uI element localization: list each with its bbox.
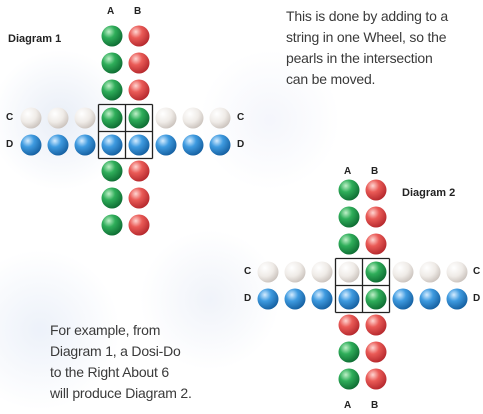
diagram-2-pearl-a8 xyxy=(338,368,360,390)
diagram-1-label-a-top: A xyxy=(107,6,115,17)
diagram-1-pearl-d7 xyxy=(182,134,204,156)
diagram-1-pearl-b3 xyxy=(128,79,150,101)
example-line: will produce Diagram 2. xyxy=(50,385,192,401)
diagram-1-pearl-c1 xyxy=(20,107,42,129)
diagram-1-pearl-d6 xyxy=(155,134,177,156)
diagram-2-pearl-c8 xyxy=(446,261,468,283)
diagram-2-pearl-d3 xyxy=(311,288,333,310)
diagram-1-title: Diagram 1 xyxy=(8,33,62,45)
diagram-2-pearl-c6 xyxy=(392,261,414,283)
example-line: For example, from xyxy=(50,322,161,338)
diagram-2-label-b-top: B xyxy=(371,166,379,177)
diagram-2-label-c-right: C xyxy=(473,266,481,277)
diagram-2-pearl-c2 xyxy=(284,261,306,283)
diagram-2-pearl-b2 xyxy=(365,206,387,228)
diagram-1-pearl-b8 xyxy=(128,214,150,236)
diagram-1-pearl-d1 xyxy=(20,134,42,156)
intro-text: This is done by adding to a string in on… xyxy=(286,6,448,90)
diagram-1-pearl-c4 xyxy=(101,107,123,129)
diagram-2-pearl-b8 xyxy=(365,368,387,390)
diagram-1-pearl-d2 xyxy=(47,134,69,156)
diagram-2-label-a-top: A xyxy=(344,166,352,177)
diagram-2-pearl-d2 xyxy=(284,288,306,310)
diagram-2-label-a-bottom: A xyxy=(344,400,352,411)
diagram-1-pearl-c2 xyxy=(47,107,69,129)
diagram-2-pearl-c3 xyxy=(311,261,333,283)
diagram-2-pearl-a7 xyxy=(338,341,360,363)
intro-line: string in one Wheel, so the xyxy=(286,29,447,45)
diagram-2-pearl-c4 xyxy=(338,261,360,283)
diagram-1-pearl-c8 xyxy=(209,107,231,129)
diagram-1-pearl-c7 xyxy=(182,107,204,129)
diagram-1-pearl-c3 xyxy=(74,107,96,129)
example-line: Diagram 1, a Dosi-Do xyxy=(50,343,181,359)
diagram-2-pearl-a2 xyxy=(338,206,360,228)
diagram-1-pearl-b6 xyxy=(128,160,150,182)
diagram-2-pearl-d8 xyxy=(446,288,468,310)
diagram-1-pearl-a2 xyxy=(101,52,123,74)
diagram-2-pearl-a1 xyxy=(338,179,360,201)
diagram-1-pearl-c5 xyxy=(128,107,150,129)
example-text: For example, from Diagram 1, a Dosi-Do t… xyxy=(50,320,192,404)
diagram-2-pearl-b7 xyxy=(365,341,387,363)
diagram-1-pearl-d4 xyxy=(101,134,123,156)
diagram-1-pearl-a8 xyxy=(101,214,123,236)
diagram-2-pearl-d6 xyxy=(392,288,414,310)
diagram-2-label-d-left: D xyxy=(244,293,252,304)
diagram-2-pearl-a3 xyxy=(338,233,360,255)
diagram-1-intersection-grid xyxy=(97,103,154,160)
diagram-2-title: Diagram 2 xyxy=(402,187,456,199)
diagram-1 xyxy=(20,25,231,236)
example-line: to the Right About 6 xyxy=(50,364,169,380)
diagram-2-pearl-d7 xyxy=(419,288,441,310)
diagram-1-pearl-b7 xyxy=(128,187,150,209)
diagram-2-pearl-a6 xyxy=(338,314,360,336)
diagram-2-pearl-b6 xyxy=(365,314,387,336)
diagram-2-label-b-bottom: B xyxy=(371,400,379,411)
diagram-1-pearl-b1 xyxy=(128,25,150,47)
intro-line: pearls in the intersection xyxy=(286,50,433,66)
diagram-2-pearl-c5 xyxy=(365,261,387,283)
diagram-2-pearl-d4 xyxy=(338,288,360,310)
diagram-2-label-d-right: D xyxy=(473,293,481,304)
diagram-1-pearl-d3 xyxy=(74,134,96,156)
diagram-1-label-d-left: D xyxy=(6,139,14,150)
diagram-2-pearl-b1 xyxy=(365,179,387,201)
diagram-2-label-c-left: C xyxy=(244,266,252,277)
diagram-1-pearl-d8 xyxy=(209,134,231,156)
diagram-1-label-c-right: C xyxy=(237,112,245,123)
diagram-1-pearl-b2 xyxy=(128,52,150,74)
diagram-2-pearl-d1 xyxy=(257,288,279,310)
intro-line: This is done by adding to a xyxy=(286,8,448,24)
diagram-1-pearl-d5 xyxy=(128,134,150,156)
diagram-2-pearl-b3 xyxy=(365,233,387,255)
diagram-1-pearl-c6 xyxy=(155,107,177,129)
diagram-1-pearl-a7 xyxy=(101,187,123,209)
diagram-1-pearl-a6 xyxy=(101,160,123,182)
diagram-2-intersection-grid xyxy=(334,257,391,314)
diagram-2-pearl-c1 xyxy=(257,261,279,283)
diagram-1-pearl-a3 xyxy=(101,79,123,101)
diagram-1-label-c-left: C xyxy=(6,112,14,123)
diagram-2-pearl-d5 xyxy=(365,288,387,310)
intro-line: can be moved. xyxy=(286,71,376,87)
diagram-2-pearl-c7 xyxy=(419,261,441,283)
diagram-1-label-b-top: B xyxy=(134,6,142,17)
diagram-2 xyxy=(257,179,468,390)
diagram-1-label-d-right: D xyxy=(237,139,245,150)
diagram-1-pearl-a1 xyxy=(101,25,123,47)
